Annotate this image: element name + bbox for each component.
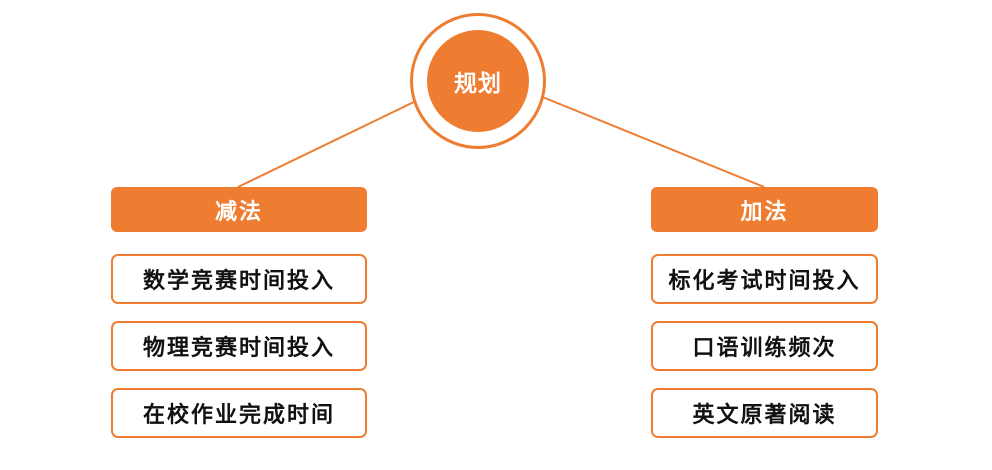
branch-add: 加法 标化考试时间投入 口语训练频次 英文原著阅读: [651, 187, 878, 438]
subtract-item-math-competition: 数学竞赛时间投入: [111, 254, 367, 304]
root-label: 规划: [427, 30, 529, 132]
branch-subtract: 减法 数学竞赛时间投入 物理竞赛时间投入 在校作业完成时间: [111, 187, 367, 438]
branch-add-header: 加法: [651, 187, 878, 232]
add-item-speaking-practice: 口语训练频次: [651, 321, 878, 371]
subtract-item-homework-time: 在校作业完成时间: [111, 388, 367, 438]
connector-root-to-add: [539, 95, 765, 188]
add-item-standardized-test: 标化考试时间投入: [651, 254, 878, 304]
subtract-item-physics-competition: 物理竞赛时间投入: [111, 321, 367, 371]
root-node: 规划: [410, 13, 546, 149]
add-item-english-reading: 英文原著阅读: [651, 388, 878, 438]
branch-subtract-header: 减法: [111, 187, 367, 232]
connector-root-to-subtract: [237, 100, 417, 188]
